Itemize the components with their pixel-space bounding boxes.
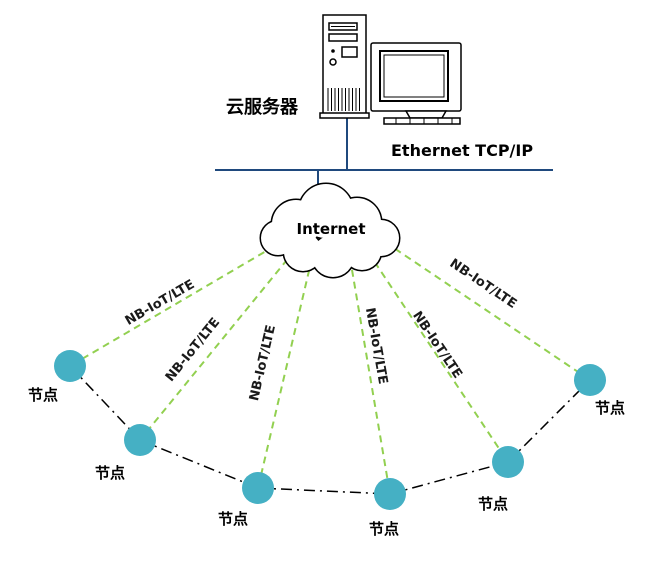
node-circle: [574, 364, 606, 396]
server-tower-icon: [322, 14, 367, 116]
node-circle: [242, 472, 274, 504]
server-computer-icon: [319, 14, 462, 125]
internet-cloud-icon: [259, 182, 401, 279]
node-label: 节点: [95, 464, 126, 482]
node-circle: [54, 350, 86, 382]
nb-iot-links: [69, 239, 591, 495]
sensor-nodes: [54, 350, 606, 510]
nb-iot-link-line: [69, 239, 286, 367]
node-label: 节点: [595, 399, 626, 417]
nb-iot-link-line: [367, 251, 509, 463]
node-label: 节点: [218, 510, 249, 528]
mesh-line: [257, 487, 391, 495]
cloud-server-label: 云服务器: [226, 97, 298, 118]
ethernet-label: Ethernet TCP/IP: [391, 141, 534, 160]
mesh-line: [69, 365, 141, 441]
nb-iot-link-line: [139, 249, 296, 441]
node-circle: [374, 478, 406, 510]
node-label: 节点: [478, 495, 509, 513]
node-mesh-lines: [69, 365, 591, 495]
node-circle: [124, 424, 156, 456]
node-label: 节点: [28, 386, 59, 404]
node-circle: [492, 446, 524, 478]
nb-iot-link-line: [257, 257, 313, 489]
nb-iot-link-line: [349, 257, 391, 495]
nb-iot-link-line: [384, 241, 591, 381]
mesh-line: [139, 439, 259, 489]
node-label: 节点: [369, 520, 400, 538]
mesh-line: [389, 461, 509, 495]
mesh-line: [507, 379, 591, 463]
internet-label: Internet: [296, 220, 366, 238]
